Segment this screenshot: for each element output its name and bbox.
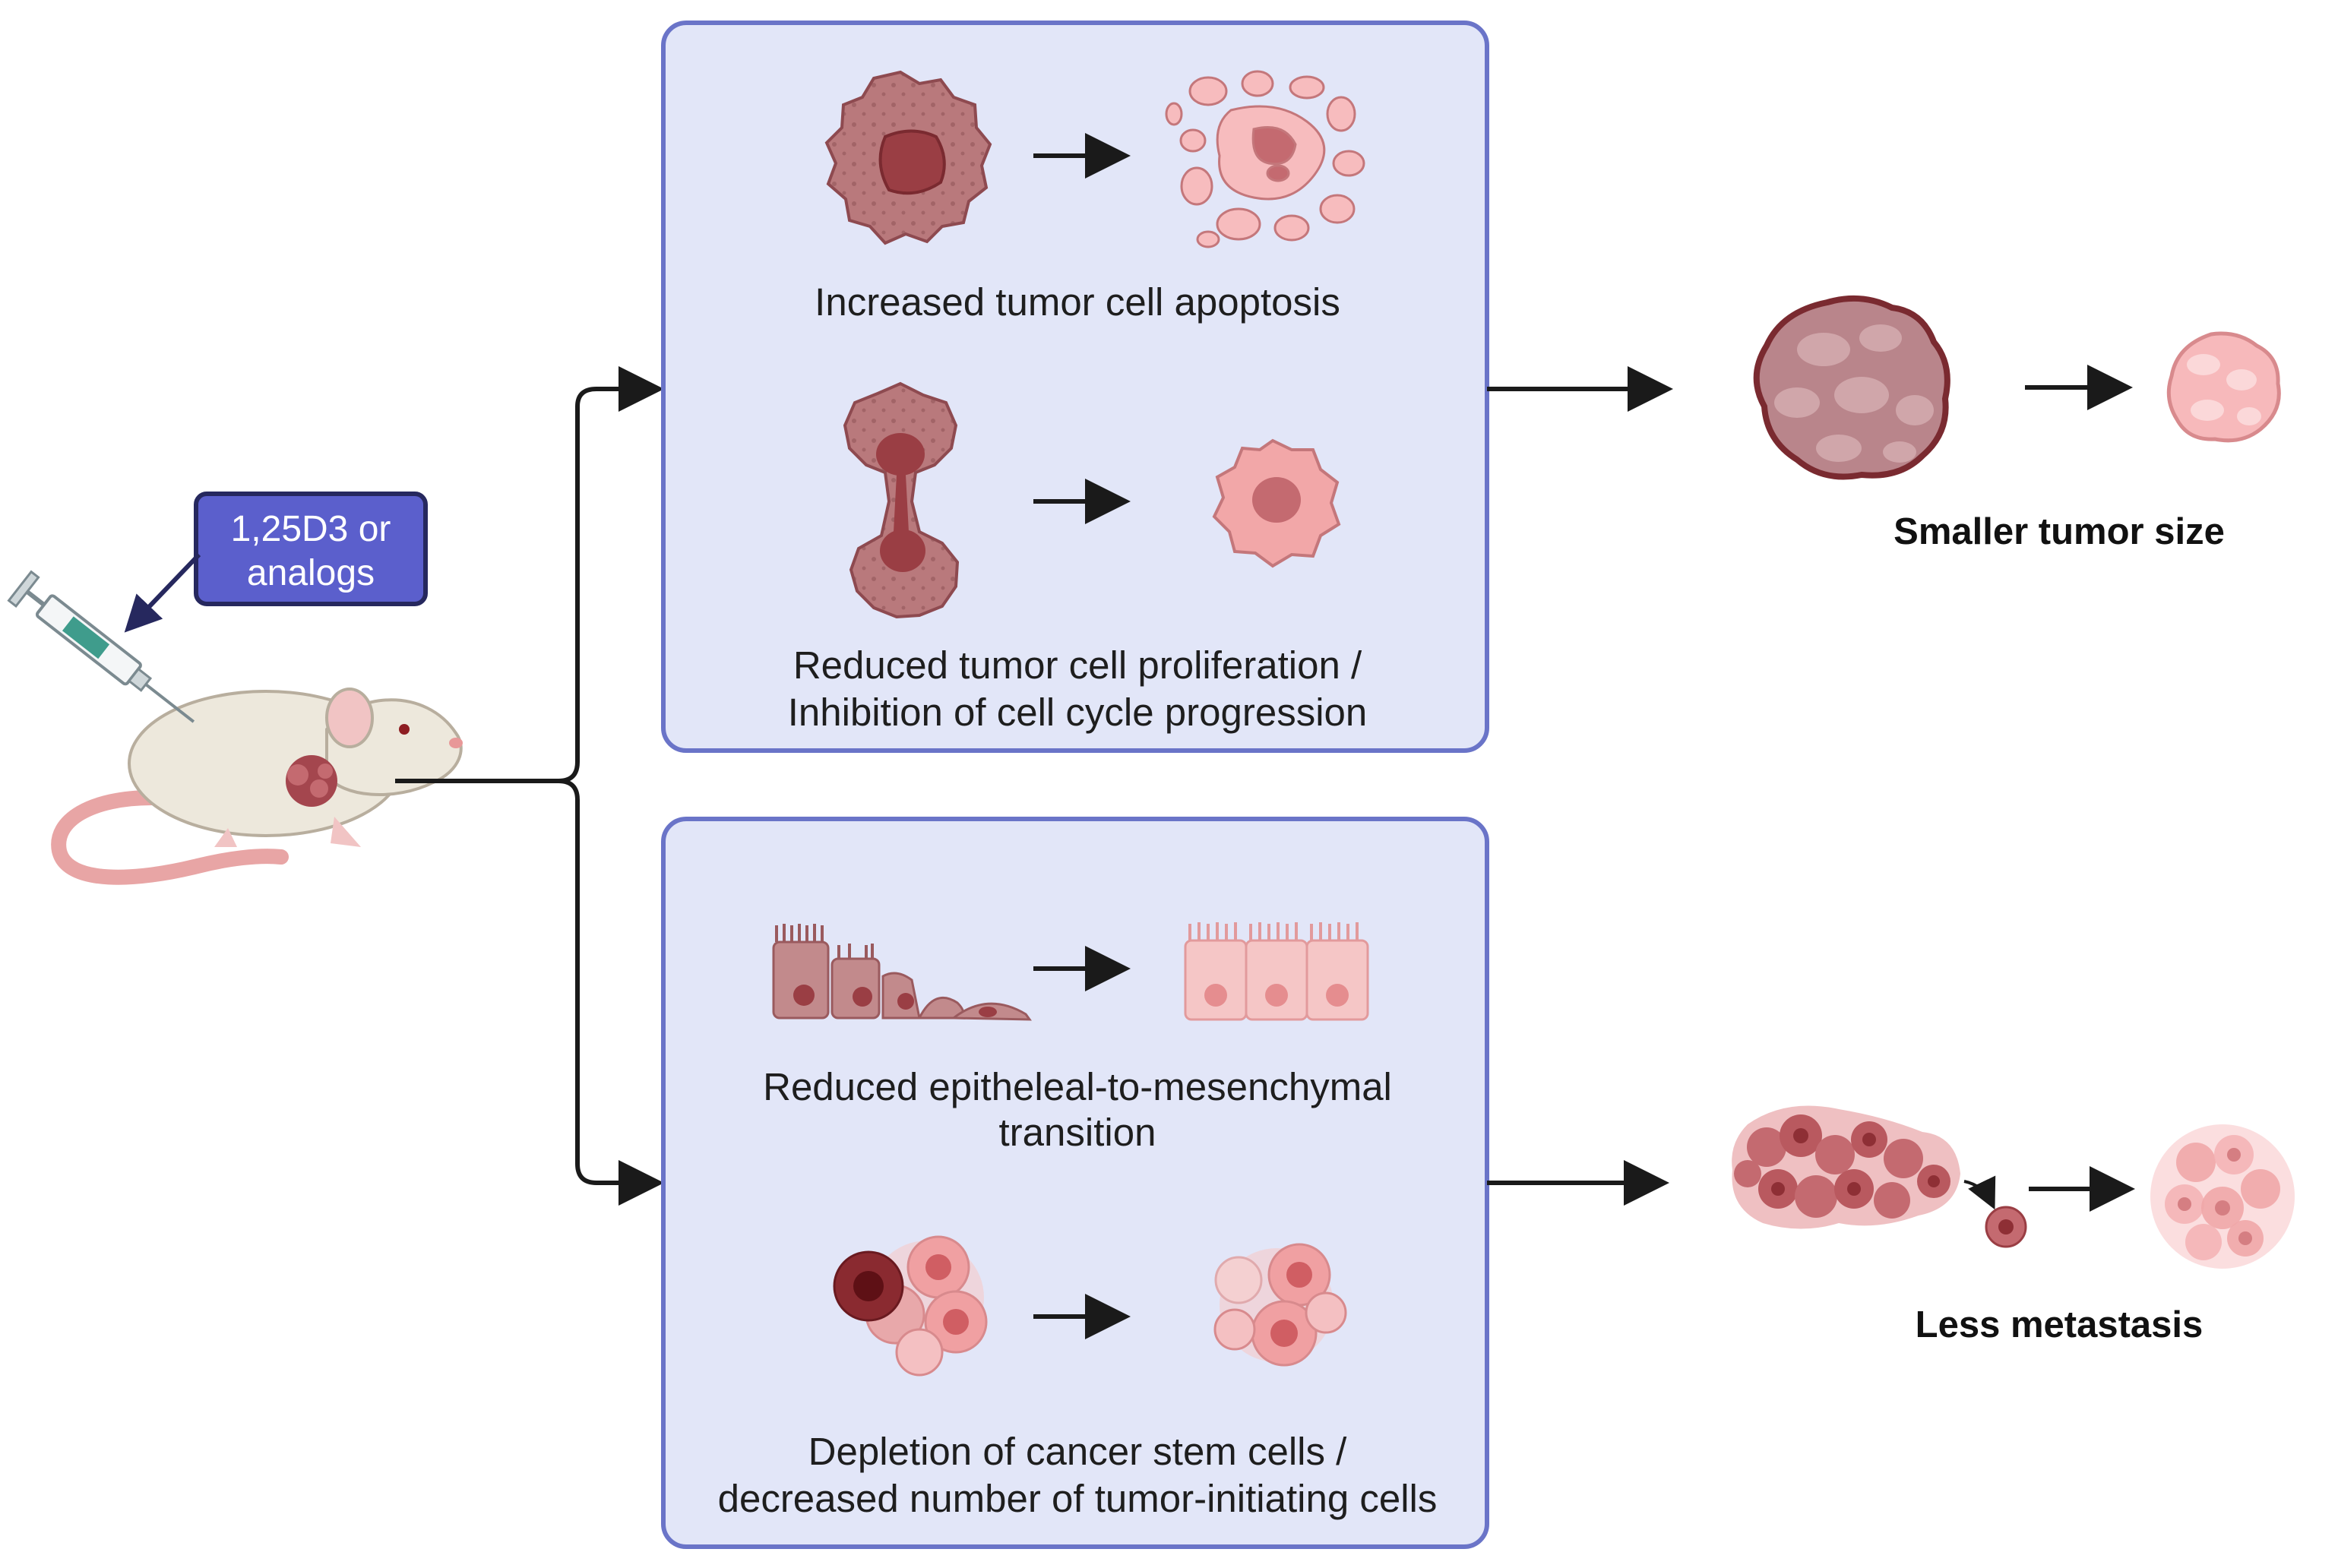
label-less-metastasis: Less metastasis xyxy=(1916,1304,2204,1345)
treatment-badge: 1,25D3 or analogs xyxy=(194,492,428,606)
mouse-nose xyxy=(449,738,463,748)
badge-pointer-arrow xyxy=(124,552,201,633)
syringe-icon xyxy=(7,570,195,723)
label-smaller-tumor-size: Smaller tumor size xyxy=(1893,511,2225,552)
branch-connector xyxy=(395,366,664,1206)
mouse-tail xyxy=(51,790,289,885)
mouse-illustration xyxy=(51,688,463,885)
badge-line-2: analogs xyxy=(247,553,375,593)
dividing-cell-icon xyxy=(843,381,960,619)
label-proliferation-1: Reduced tumor cell proliferation / xyxy=(793,643,1362,687)
reduced-proliferation-cell-icon xyxy=(1212,438,1341,568)
epithelial-cells-icon xyxy=(1184,922,1369,1021)
cancer-stem-cell-cluster-icon xyxy=(833,1235,988,1377)
label-emt-2: transition xyxy=(999,1111,1156,1154)
mouse-ear xyxy=(325,688,374,748)
label-stem-2: decreased number of tumor-initiating cel… xyxy=(718,1477,1438,1520)
mouse-eye xyxy=(399,724,410,735)
emt-cells-icon xyxy=(772,924,1032,1021)
label-stem-1: Depletion of cancer stem cells / xyxy=(808,1430,1347,1473)
detached-tumor-cell-icon xyxy=(1985,1206,2027,1248)
panel-top xyxy=(661,21,1489,753)
metastasis-curve-arrow xyxy=(1963,1175,1996,1210)
mouse-feet xyxy=(214,817,361,847)
apoptotic-cell-fragments-icon xyxy=(1165,70,1365,248)
mouse-tumor xyxy=(286,755,337,807)
metastatic-tumor-icon xyxy=(1732,1105,1960,1229)
depleted-stem-cell-cluster-icon xyxy=(1213,1243,1347,1367)
healthy-tumor-cell-icon xyxy=(824,70,992,245)
label-apoptosis: Increased tumor cell apoptosis xyxy=(815,280,1340,324)
large-tumor-icon xyxy=(1753,295,1950,480)
reduced-metastasis-cluster-icon xyxy=(2150,1124,2295,1269)
badge-line-1: 1,25D3 or xyxy=(231,509,391,549)
label-emt-1: Reduced epitheleal-to-mesenchymal xyxy=(763,1065,1392,1108)
label-proliferation-2: Inhibition of cell cycle progression xyxy=(788,691,1368,734)
small-tumor-icon xyxy=(2166,331,2281,443)
